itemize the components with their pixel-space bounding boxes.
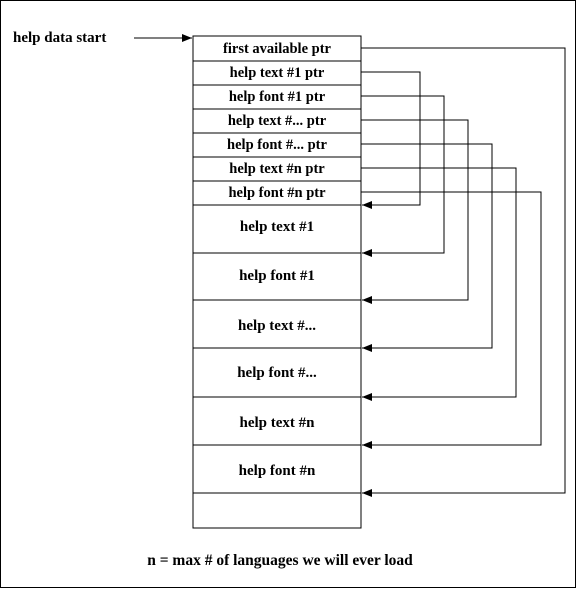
pointer-text-1 (361, 71, 421, 209)
footnote: n = max # of languages we will ever load (147, 552, 413, 569)
header-row-text-n-ptr: help text #n ptr (229, 161, 325, 177)
header-row-first-available: first available ptr (223, 41, 331, 57)
header-row-text-mid-ptr: help text #... ptr (228, 113, 327, 129)
block-font-n: help font #n (239, 463, 316, 479)
pointer-text-mid (361, 119, 469, 304)
pointer-first-available (361, 47, 566, 497)
pointer-font-mid (361, 143, 493, 352)
block-text-1: help text #1 (240, 219, 314, 235)
pointer-font-1 (361, 95, 445, 257)
block-dividers (193, 252, 361, 494)
block-font-mid: help font #... (237, 365, 317, 381)
block-text-mid: help text #... (238, 318, 316, 334)
block-text-n: help text #n (240, 415, 316, 431)
header-dividers (193, 60, 361, 206)
header-row-font-n-ptr: help font #n ptr (228, 185, 326, 201)
header-row-font-mid-ptr: help font #... ptr (227, 137, 327, 153)
pointer-font-n (361, 191, 542, 449)
memory-box (192, 35, 362, 529)
start-label: help data start (13, 30, 106, 46)
block-font-1: help font #1 (239, 268, 315, 284)
header-row-font-1-ptr: help font #1 ptr (229, 89, 326, 105)
pointer-text-n (361, 167, 517, 401)
header-row-text-1-ptr: help text #1 ptr (230, 65, 325, 81)
